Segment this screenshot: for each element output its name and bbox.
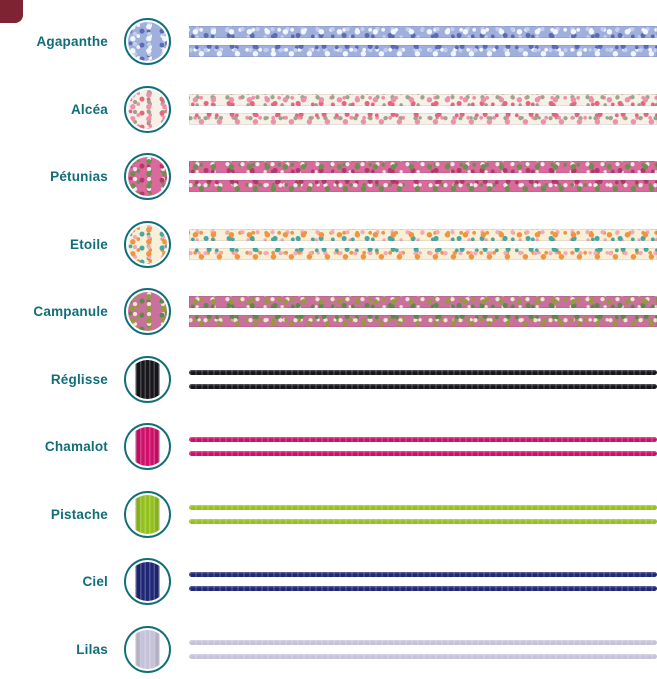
cord-name-label: Etoile [70, 236, 108, 252]
cord-strip-bottom [189, 45, 657, 58]
cord-strip-top [189, 504, 657, 510]
cord-swatch-fill [128, 157, 167, 197]
cord-strip-top [189, 369, 657, 375]
cord-name-label: Réglisse [50, 371, 108, 387]
cord-preview-strips [189, 437, 657, 457]
cord-preview-strips [189, 369, 657, 389]
cord-strip-bottom [189, 247, 657, 260]
cord-preview-strips [189, 161, 657, 193]
cord-swatch-fill [128, 292, 167, 332]
cord-swatch-fill [128, 224, 167, 264]
cord-name-label: Chamalot [44, 439, 108, 455]
cord-strip-bottom [189, 586, 657, 592]
cord-name-label: Ciel [82, 574, 108, 590]
cord-swatch-fill [128, 89, 167, 129]
cord-swatch-circle [124, 288, 171, 336]
cord-swatch-circle [124, 18, 171, 66]
cord-preview-strips [189, 504, 657, 524]
cord-option-row-lilas[interactable]: Lilas [0, 616, 657, 679]
cord-strip-bottom [189, 315, 657, 328]
cord-strip-top [189, 161, 657, 174]
cord-name-label: Pétunias [50, 169, 108, 185]
cord-option-row-alcea[interactable]: Alcéa [0, 76, 657, 144]
cord-name-label: Campanule [33, 304, 108, 320]
cord-strip-bottom [189, 653, 657, 659]
cord-preview-strips [189, 296, 657, 328]
cord-strip-top [189, 296, 657, 309]
cord-swatch-fill [128, 22, 167, 62]
cord-strip-top [189, 93, 657, 106]
cord-swatch-fill [128, 359, 167, 399]
cord-name-label: Pistache [50, 506, 108, 522]
cord-name-label: Alcéa [70, 101, 108, 117]
cord-strip-bottom [189, 180, 657, 193]
cord-strip-top [189, 228, 657, 241]
cord-strip-top [189, 572, 657, 578]
cord-swatch-circle [124, 558, 171, 606]
cord-swatch-circle [124, 423, 171, 471]
cord-strip-top [189, 26, 657, 39]
cord-swatch-fill [128, 427, 167, 467]
cord-swatch-circle [124, 490, 171, 538]
cord-option-row-agapanthe[interactable]: Agapanthe [0, 8, 657, 76]
cord-preview-strips [189, 639, 657, 659]
cord-option-row-pistache[interactable]: Pistache [0, 481, 657, 549]
cord-preview-strips [189, 572, 657, 592]
cord-strip-bottom [189, 383, 657, 389]
cord-strip-bottom [189, 112, 657, 125]
cord-name-label: Agapanthe [36, 34, 108, 50]
cord-preview-strips [189, 26, 657, 58]
cord-swatch-fill [128, 629, 167, 669]
cord-name-label: Lilas [76, 641, 108, 657]
cord-option-row-chamalot[interactable]: Chamalot [0, 413, 657, 481]
cord-swatch-circle [124, 153, 171, 201]
cord-swatch-fill [128, 562, 167, 602]
cord-option-row-etoile[interactable]: Etoile [0, 211, 657, 279]
cord-swatch-fill [128, 494, 167, 534]
cord-swatch-circle [124, 220, 171, 268]
cord-swatch-circle [124, 355, 171, 403]
cord-strip-top [189, 437, 657, 443]
cord-swatch-circle [124, 85, 171, 133]
cord-option-row-reglisse[interactable]: Réglisse [0, 346, 657, 414]
cord-preview-strips [189, 228, 657, 260]
cord-option-row-petunias[interactable]: Pétunias [0, 143, 657, 211]
cord-strip-bottom [189, 451, 657, 457]
cord-strip-top [189, 639, 657, 645]
corner-ui-fragment [0, 0, 23, 23]
cord-swatch-circle [124, 625, 171, 673]
cord-preview-strips [189, 93, 657, 125]
cord-option-row-ciel[interactable]: Ciel [0, 548, 657, 616]
cord-strip-bottom [189, 518, 657, 524]
cord-option-row-campanule[interactable]: Campanule [0, 278, 657, 346]
